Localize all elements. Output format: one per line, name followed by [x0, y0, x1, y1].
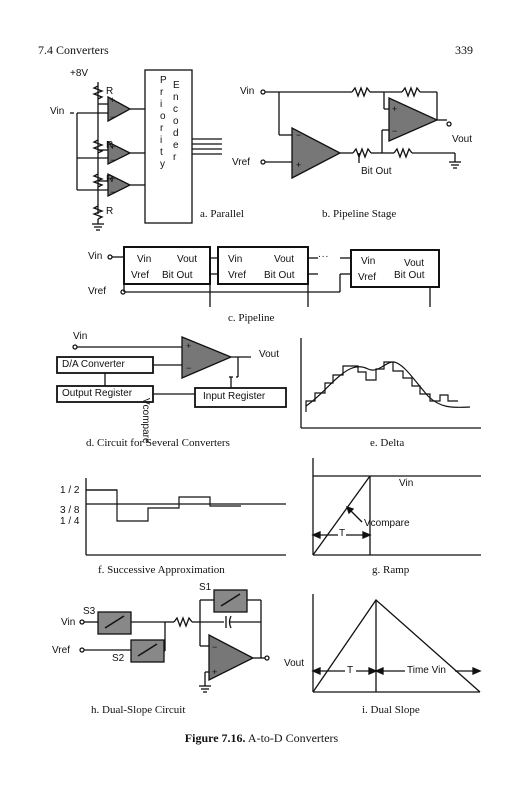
vin-label-h: Vin: [61, 617, 76, 628]
svg-text:−: −: [110, 155, 115, 165]
section-header: 7.4 Converters: [38, 43, 109, 57]
resistor-label: R: [106, 174, 114, 185]
svg-text:−: −: [110, 112, 115, 122]
switch-s3-label: S3: [83, 606, 96, 617]
successive-approximation-graph: [85, 478, 286, 556]
pipeline-stage-diagram: [260, 86, 461, 180]
caption-g: g. Ramp: [372, 564, 410, 576]
svg-text:−: −: [186, 363, 191, 373]
stage1-vout-label: Vout: [177, 254, 198, 265]
tick-label-quarter: 1 / 4: [60, 516, 80, 527]
resistor-label: R: [106, 86, 114, 97]
vout-label-d: Vout: [259, 349, 280, 360]
output-register-box-label: Output Register: [62, 388, 133, 399]
stage3-vout-label: Vout: [404, 258, 425, 269]
several-converters-diagram: [56, 336, 287, 408]
stage2-vref-label: Vref: [228, 270, 246, 281]
stage1-bit-out-label: Bit Out: [162, 270, 193, 281]
caption-f: f. Successive Approximation: [98, 564, 225, 576]
vref-label-b: Vref: [232, 157, 250, 168]
caption-i: i. Dual Slope: [362, 704, 420, 716]
vin-label-d: Vin: [73, 331, 88, 342]
dual-slope-graph: [311, 594, 482, 693]
svg-text:+: +: [392, 104, 397, 114]
svg-text:+: +: [186, 341, 191, 351]
tick-label-three-eighths: 3 / 8: [60, 505, 80, 516]
stage1-vin-label: Vin: [137, 254, 152, 265]
vin-label-a: Vin: [50, 106, 65, 117]
svg-text:+: +: [110, 142, 115, 152]
vout-label-b: Vout: [452, 134, 473, 145]
vref-label-c: Vref: [88, 286, 106, 297]
stage1-vref-label: Vref: [131, 270, 149, 281]
vcompare-label-g: Vcompare: [364, 518, 410, 529]
time-vin-label: Time Vin: [407, 665, 446, 676]
stage3-vref-label: Vref: [358, 272, 376, 283]
delta-graph: [300, 338, 481, 429]
figure-title: A-to-D Converters: [247, 731, 339, 745]
bit-out-label-b: Bit Out: [361, 166, 392, 177]
resistor-label: R: [106, 206, 114, 217]
pipeline-ellipsis: ...: [318, 249, 330, 260]
svg-text:+: +: [110, 174, 115, 184]
period-label-i: T: [347, 665, 354, 676]
switch-s2-label: S2: [112, 653, 125, 664]
caption-c: c. Pipeline: [228, 312, 275, 324]
svg-text:+: +: [110, 95, 115, 105]
svg-text:+: +: [212, 667, 217, 677]
ramp-graph: [311, 458, 481, 556]
input-register-box-label: Input Register: [203, 391, 266, 402]
stage3-bit-out-label: Bit Out: [394, 270, 425, 281]
resistor-label: R: [106, 140, 114, 151]
caption-a: a. Parallel: [200, 208, 244, 220]
switch-s1-label: S1: [199, 582, 212, 593]
da-converter-box-label: D/A Converter: [62, 359, 125, 370]
svg-text:+: +: [296, 160, 301, 170]
tick-label-half: 1 / 2: [60, 485, 80, 496]
parallel-converter-diagram: [70, 69, 222, 231]
caption-b: b. Pipeline Stage: [322, 208, 397, 220]
page-number: 339: [455, 43, 473, 57]
vin-label-c: Vin: [88, 251, 103, 262]
vin-label-b: Vin: [240, 86, 255, 97]
figure-number: Figure 7.16.: [184, 731, 246, 745]
stage2-vout-label: Vout: [274, 254, 295, 265]
dual-slope-circuit-diagram: [79, 589, 270, 693]
vref-label-h: Vref: [52, 645, 70, 656]
caption-e: e. Delta: [370, 437, 405, 449]
vin-label-g: Vin: [399, 478, 414, 489]
svg-text:−: −: [212, 642, 217, 652]
stage3-vin-label: Vin: [361, 256, 376, 267]
stage2-vin-label: Vin: [228, 254, 243, 265]
svg-text:−: −: [296, 130, 301, 140]
stage2-bit-out-label: Bit Out: [264, 270, 295, 281]
svg-text:−: −: [392, 126, 397, 136]
supply-label: +8V: [70, 68, 89, 79]
pipeline-diagram: [107, 246, 440, 307]
caption-h: h. Dual-Slope Circuit: [91, 704, 186, 716]
caption-d: d. Circuit for Several Converters: [86, 437, 230, 449]
vout-label-i: Vout: [284, 658, 305, 669]
figure-caption: Figure 7.16. A-to-D Converters: [0, 731, 523, 746]
period-label-g: T: [338, 528, 347, 539]
svg-text:−: −: [110, 187, 115, 197]
